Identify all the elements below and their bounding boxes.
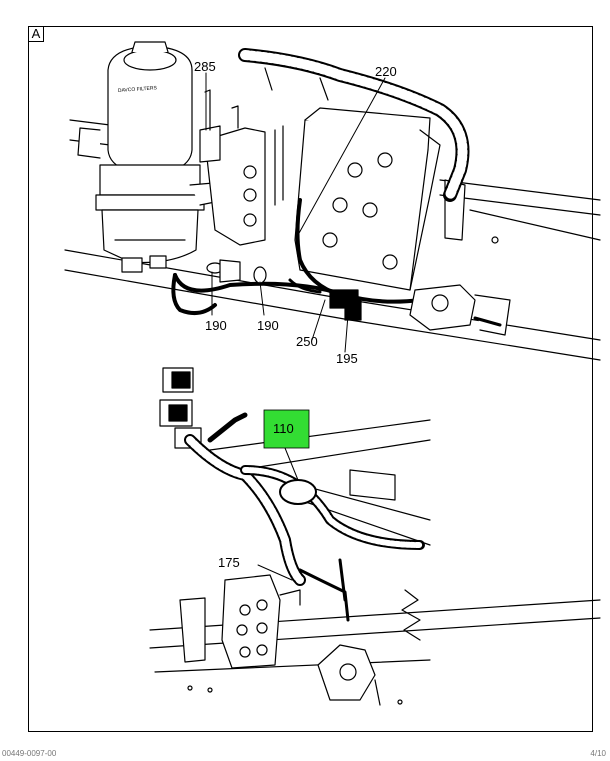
mounting-bracket xyxy=(199,89,284,246)
footer-document-id: 00449-0097-00 xyxy=(2,749,57,758)
callout-250[interactable]: 250 xyxy=(296,334,318,349)
callout-190-right[interactable]: 190 xyxy=(257,318,279,333)
harness-connectors xyxy=(206,259,511,336)
callout-190-left[interactable]: 190 xyxy=(205,318,227,333)
diagram-frame xyxy=(28,26,593,732)
filter-brand-text: DAVCO FILTERS xyxy=(118,85,158,94)
view-label: A xyxy=(28,26,44,42)
lower-connector-stack xyxy=(159,367,202,449)
callout-195[interactable]: 195 xyxy=(336,351,358,366)
callout-175[interactable]: 175 xyxy=(218,555,240,570)
lower-leader-lines xyxy=(257,447,299,581)
upper-leader-lines xyxy=(205,72,386,353)
lower-wire-harness xyxy=(184,412,425,622)
callout-110[interactable]: 110 xyxy=(273,421,294,436)
callout-285[interactable]: 285 xyxy=(194,59,216,74)
upper-wire-harness xyxy=(171,48,470,316)
lower-mounting-bracket xyxy=(179,574,301,669)
lower-right-components xyxy=(187,589,421,706)
callout-110-highlight xyxy=(263,409,310,449)
fuel-filter xyxy=(77,41,226,273)
footer-page-number: 4/10 xyxy=(590,749,606,758)
callout-220[interactable]: 220 xyxy=(375,64,397,79)
